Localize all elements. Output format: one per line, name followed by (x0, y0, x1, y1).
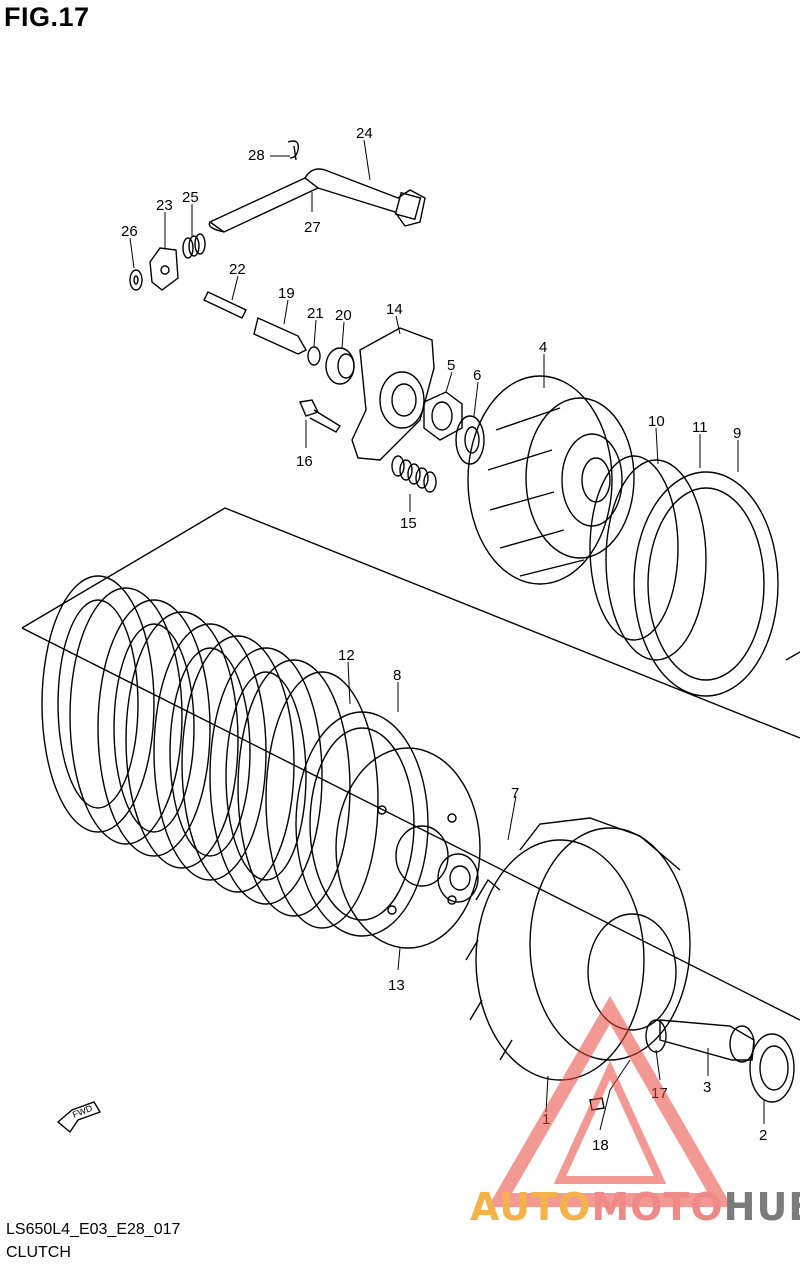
callout-3: 3 (703, 1079, 711, 1096)
driven-plate (335, 747, 481, 949)
release-lever-shaft (208, 168, 426, 233)
cotter-pin (287, 140, 299, 161)
watermark-hub: HUB (723, 1185, 800, 1229)
callout-19: 19 (278, 285, 295, 302)
callout-15: 15 (400, 515, 417, 532)
callout-20: 20 (335, 307, 352, 324)
watermark-moto: MOTO (591, 1185, 724, 1229)
callout-2: 2 (759, 1127, 767, 1144)
callout-10: 10 (648, 413, 665, 430)
drawing-code: LS650L4_E03_E28_017 (6, 1221, 181, 1238)
callout-6: 6 (473, 367, 481, 384)
callout-16: 16 (296, 453, 313, 470)
callout-18: 18 (592, 1137, 609, 1154)
spacer-washer (749, 1033, 795, 1103)
callout-25: 25 (182, 189, 199, 206)
callout-28: 28 (248, 147, 265, 164)
callout-8: 8 (393, 667, 401, 684)
lock-washer (455, 415, 485, 465)
callout-14: 14 (386, 301, 403, 318)
clutch-spring (391, 455, 437, 493)
seat-washer (605, 459, 707, 661)
callout-27: 27 (304, 219, 321, 236)
torsion-spring (182, 233, 206, 259)
fwd-label: FWD (71, 1103, 94, 1120)
needle-bearing (645, 1019, 667, 1053)
callout-5: 5 (447, 357, 455, 374)
clutch-plate-stack (41, 575, 379, 929)
plain-washer (129, 269, 143, 291)
watermark-logo (487, 996, 733, 1207)
callout-26: 26 (121, 223, 138, 240)
primary-driven-gear-assembly (465, 817, 691, 1081)
panel-outline (21, 507, 800, 1021)
main-shaft (659, 1019, 755, 1063)
callout-12: 12 (338, 647, 355, 664)
push-piece (253, 317, 307, 355)
bolt (299, 399, 341, 433)
pressure-plate (351, 327, 435, 461)
wave-washer (589, 455, 679, 641)
callout-9: 9 (733, 425, 741, 442)
figure-title: FIG.17 (4, 2, 90, 32)
callout-22: 22 (229, 261, 246, 278)
clutch-sleeve-hub (467, 375, 635, 585)
thrust-washer (437, 853, 479, 903)
figure-caption: CLUTCH (6, 1244, 71, 1261)
push-rod (203, 291, 247, 319)
callout-24: 24 (356, 125, 373, 142)
drive-plate (295, 711, 429, 937)
drive-plate-single (633, 471, 779, 697)
callout-23: 23 (156, 197, 173, 214)
callout-13: 13 (388, 977, 405, 994)
fwd-arrow (56, 1101, 102, 1134)
release-bearing (325, 347, 355, 385)
o-ring (307, 346, 321, 366)
callout-21: 21 (307, 305, 324, 322)
callout-4: 4 (539, 339, 547, 356)
callout-7: 7 (511, 785, 519, 802)
watermark-auto: AUTO (470, 1185, 592, 1229)
watermark-text: AUTOMOTOHUB (470, 1185, 800, 1229)
leader-lines (129, 139, 765, 1131)
clamp-bracket (149, 247, 179, 291)
callout-11: 11 (692, 419, 708, 436)
